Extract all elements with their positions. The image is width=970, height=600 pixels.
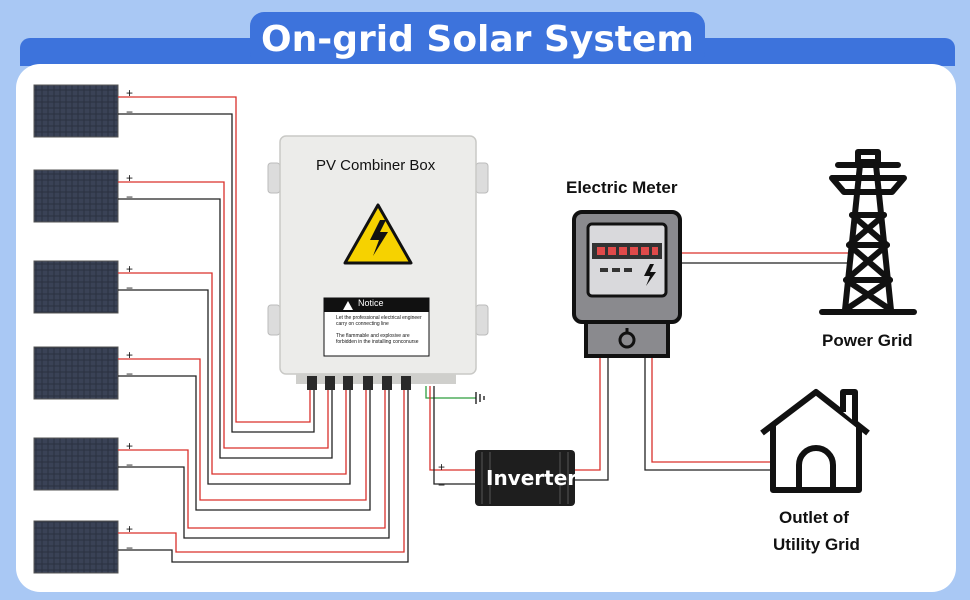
power-tower-icon: [819, 149, 917, 315]
outlet-label-line2: Utility Grid: [773, 535, 860, 554]
positive-wire: [118, 390, 386, 529]
lightning-bolt-icon: [370, 220, 388, 256]
solar-panel: [33, 260, 119, 314]
negative-wire: [118, 390, 409, 563]
notice-title: Notice: [358, 298, 384, 308]
positive-wire: [118, 272, 347, 475]
solar-panel: [33, 169, 119, 223]
solar-panel: [33, 84, 119, 138]
negative-wire: [118, 113, 315, 433]
combiner-box-label: PV Combiner Box: [316, 157, 436, 174]
combiner-box: [267, 135, 489, 404]
panel-plus-sign: +: [126, 348, 134, 362]
solar-panel: [33, 346, 119, 400]
electric-meter-label: Electric Meter: [566, 178, 678, 197]
notice-text-1: Let the professional electrical engineer…: [336, 315, 422, 327]
inverter-plus-sign: +: [438, 460, 446, 474]
cable-gland: [325, 376, 335, 390]
outlet-label-line1: Outlet of: [779, 508, 849, 527]
cable-gland: [343, 376, 353, 390]
inverter-label: Inverter: [486, 466, 578, 490]
panel-plus-sign: +: [126, 86, 134, 100]
cable-gland: [382, 376, 392, 390]
panel-minus-sign: −: [126, 281, 134, 295]
panel-plus-sign: +: [126, 262, 134, 276]
cable-gland: [363, 376, 373, 390]
panel-minus-sign: −: [126, 367, 134, 381]
panel-wiring: [118, 96, 409, 563]
house-icon: [760, 389, 870, 493]
solar-panel-group: [33, 84, 119, 574]
cable-gland: [307, 376, 317, 390]
panel-minus-sign: −: [126, 541, 134, 555]
negative-wire: [118, 289, 351, 485]
power-grid-label: Power Grid: [822, 331, 913, 350]
diagram-title: On-grid Solar System: [250, 12, 705, 66]
cable-gland: [401, 376, 411, 390]
negative-wire: [118, 198, 333, 459]
cable-glands: [307, 376, 411, 390]
panel-plus-sign: +: [126, 171, 134, 185]
panel-plus-sign: +: [126, 439, 134, 453]
notice-text-2: The flammable and explosive are forbidde…: [336, 333, 419, 345]
inverter: [475, 450, 575, 506]
ground-wire: [425, 386, 476, 399]
positive-wire: [118, 181, 329, 449]
negative-wire: [118, 390, 390, 539]
panel-minus-sign: −: [126, 190, 134, 204]
panel-minus-sign: −: [126, 458, 134, 472]
solar-panel: [33, 437, 119, 491]
inverter-minus-sign: −: [438, 478, 446, 492]
positive-wire: [118, 96, 311, 423]
solar-panel: [33, 520, 119, 574]
ground-icon: [475, 392, 485, 404]
panel-minus-sign: −: [126, 105, 134, 119]
positive-wire: [118, 390, 405, 553]
panel-plus-sign: +: [126, 522, 134, 536]
negative-wire: [118, 375, 371, 511]
positive-wire: [118, 358, 367, 501]
electric-meter-icon: [572, 210, 682, 358]
